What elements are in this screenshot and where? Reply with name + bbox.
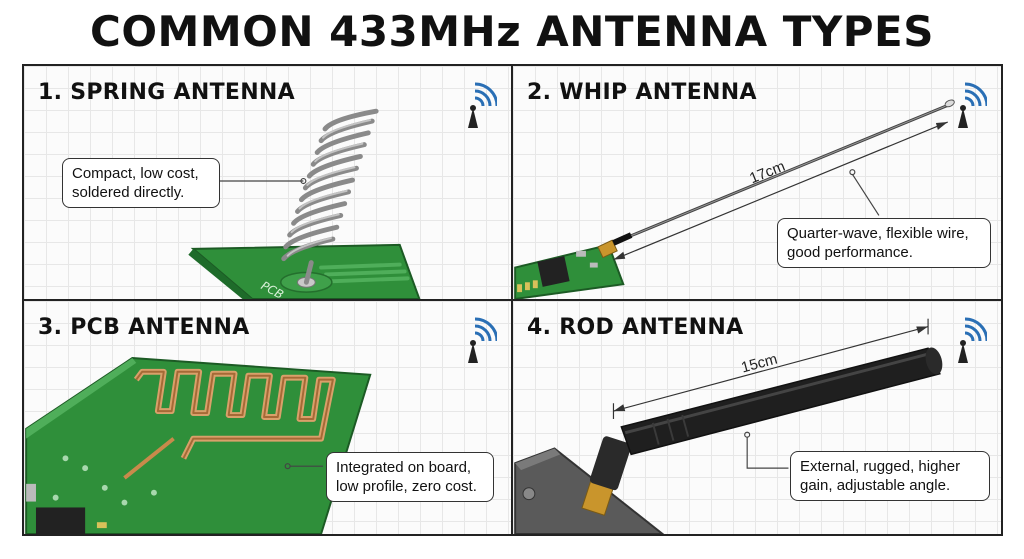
callout-pcb: Integrated on board, low profile, zero c… (326, 452, 494, 502)
panel-whip-antenna: 2. WHIP ANTENNA 17cm Quarter-wave, flexi… (511, 64, 1003, 301)
panel-heading: 2. WHIP ANTENNA (527, 80, 757, 105)
callout-spring: Compact, low cost, soldered directly. (62, 158, 220, 208)
pcb-antenna-illustration (25, 357, 372, 534)
panel-heading: 1. SPRING ANTENNA (38, 80, 295, 105)
whip-antenna-illustration (514, 99, 955, 299)
page-title: COMMON 433MHz ANTENNA TYPES (90, 7, 934, 56)
measurement-line (613, 325, 929, 412)
callout-line: External, rugged, higher (800, 458, 961, 475)
callout-line: soldered directly. (72, 184, 185, 201)
radio-signal-icon (958, 82, 987, 128)
measurement-line (613, 121, 948, 261)
callout-line: good performance. (787, 244, 913, 261)
radio-signal-icon (958, 317, 987, 363)
spring-antenna-illustration: PCB (188, 108, 421, 299)
callout-line: Compact, low cost, (72, 165, 199, 182)
panel-spring-antenna: 1. SPRING ANTENNA (22, 64, 513, 301)
callout-line: gain, adjustable angle. (800, 477, 951, 494)
radio-signal-icon (468, 317, 497, 363)
panel-heading: 3. PCB ANTENNA (38, 315, 250, 340)
panel-rod-antenna: 4. ROD ANTENNA 15cm E (511, 299, 1003, 536)
callout-whip: Quarter-wave, flexible wire, good perfor… (777, 218, 991, 268)
panel-pcb-antenna: 3. PCB ANTENNA Integrated on board, low … (22, 299, 513, 536)
callout-line: low profile, zero cost. (336, 478, 477, 495)
rod-body (620, 347, 941, 456)
spring-coil (281, 108, 379, 285)
rod-antenna-illustration (514, 318, 943, 534)
radio-signal-icon (468, 82, 497, 128)
callout-line: Integrated on board, (336, 459, 472, 476)
callout-line: Quarter-wave, flexible wire, (787, 225, 969, 242)
panel-heading: 4. ROD ANTENNA (527, 315, 744, 340)
callout-rod: External, rugged, higher gain, adjustabl… (790, 451, 990, 501)
